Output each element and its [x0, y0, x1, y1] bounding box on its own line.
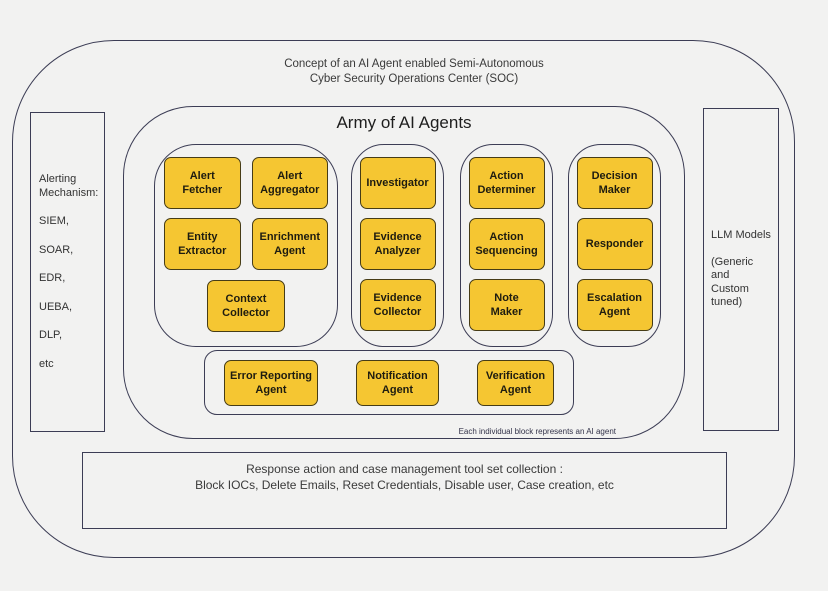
- response-tools-box: Response action and case management tool…: [82, 452, 727, 529]
- support-agents-container: Error Reporting Agent Notification Agent…: [204, 350, 574, 415]
- army-title: Army of AI Agents: [336, 113, 472, 132]
- army-footnote: Each individual block represents an AI a…: [458, 427, 616, 436]
- diagram-title-line1: Concept of an AI Agent enabled Semi-Auto…: [284, 58, 544, 70]
- outer-frame: [12, 40, 795, 558]
- agent-evidence-analyzer: Evidence Analyzer: [359, 218, 436, 270]
- agent-enrichment-agent: Enrichment Agent: [251, 218, 328, 270]
- agent-escalation-agent: Escalation Agent: [576, 279, 653, 331]
- agent-group-decision: Decision Maker Responder Escalation Agen…: [568, 144, 661, 347]
- agent-action-sequencing: Action Sequencing: [468, 218, 545, 270]
- llm-models-label: LLM Models: [711, 229, 771, 241]
- agent-alert-fetcher: Alert Fetcher: [164, 157, 241, 209]
- diagram-title: Concept of an AI Agent enabled Semi-Auto…: [0, 57, 828, 87]
- agent-note-maker: Note Maker: [468, 279, 545, 331]
- llm-models-box: LLM Models (Generic and Custom tuned): [703, 108, 779, 431]
- llm-models-sublabel: (Generic and Custom tuned): [711, 255, 754, 309]
- alerting-mechanism-box: Alerting Mechanism: SIEM, SOAR, EDR, UEB…: [30, 112, 105, 432]
- agent-group-action: Action Determiner Action Sequencing Note…: [460, 144, 553, 347]
- agent-group-triage: Alert Fetcher Alert Aggregator Entity Ex…: [154, 144, 338, 347]
- response-tools-line1: Response action and case management tool…: [246, 462, 563, 476]
- alerting-item-etc: etc: [39, 357, 54, 370]
- agent-notification: Notification Agent: [356, 359, 439, 406]
- agent-error-reporting: Error Reporting Agent: [224, 359, 318, 406]
- alerting-item-edr: EDR,: [39, 272, 66, 284]
- alerting-item-ueba: UEBA,: [39, 300, 73, 313]
- agent-action-determiner: Action Determiner: [468, 157, 545, 209]
- alerting-mechanism-content: Alerting Mechanism: SIEM, SOAR, EDR, UEB…: [31, 113, 104, 371]
- agent-verification: Verification Agent: [477, 359, 554, 406]
- alerting-item-siem: SIEM,: [39, 215, 69, 227]
- diagram-title-line2: Cyber Security Operations Center (SOC): [309, 73, 519, 85]
- agent-responder: Responder: [576, 218, 653, 270]
- alerting-item-dlp: DLP,: [39, 329, 63, 341]
- alerting-label: Alerting Mechanism:: [39, 173, 99, 199]
- agent-decision-maker: Decision Maker: [576, 157, 653, 209]
- army-of-ai-agents-container: Army of AI Agents Alert Fetcher Alert Ag…: [123, 106, 685, 439]
- agent-evidence-collector: Evidence Collector: [359, 279, 436, 331]
- response-tools-line2: Block IOCs, Delete Emails, Reset Credent…: [195, 478, 614, 492]
- llm-models-content: LLM Models (Generic and Custom tuned): [704, 109, 778, 310]
- alerting-item-soar: SOAR,: [39, 243, 74, 256]
- agent-entity-extractor: Entity Extractor: [164, 218, 241, 270]
- agent-alert-aggregator: Alert Aggregator: [251, 157, 328, 209]
- agent-investigator: Investigator: [359, 157, 436, 209]
- agent-group-investigation: Investigator Evidence Analyzer Evidence …: [351, 144, 444, 347]
- agent-context-collector: Context Collector: [207, 280, 285, 332]
